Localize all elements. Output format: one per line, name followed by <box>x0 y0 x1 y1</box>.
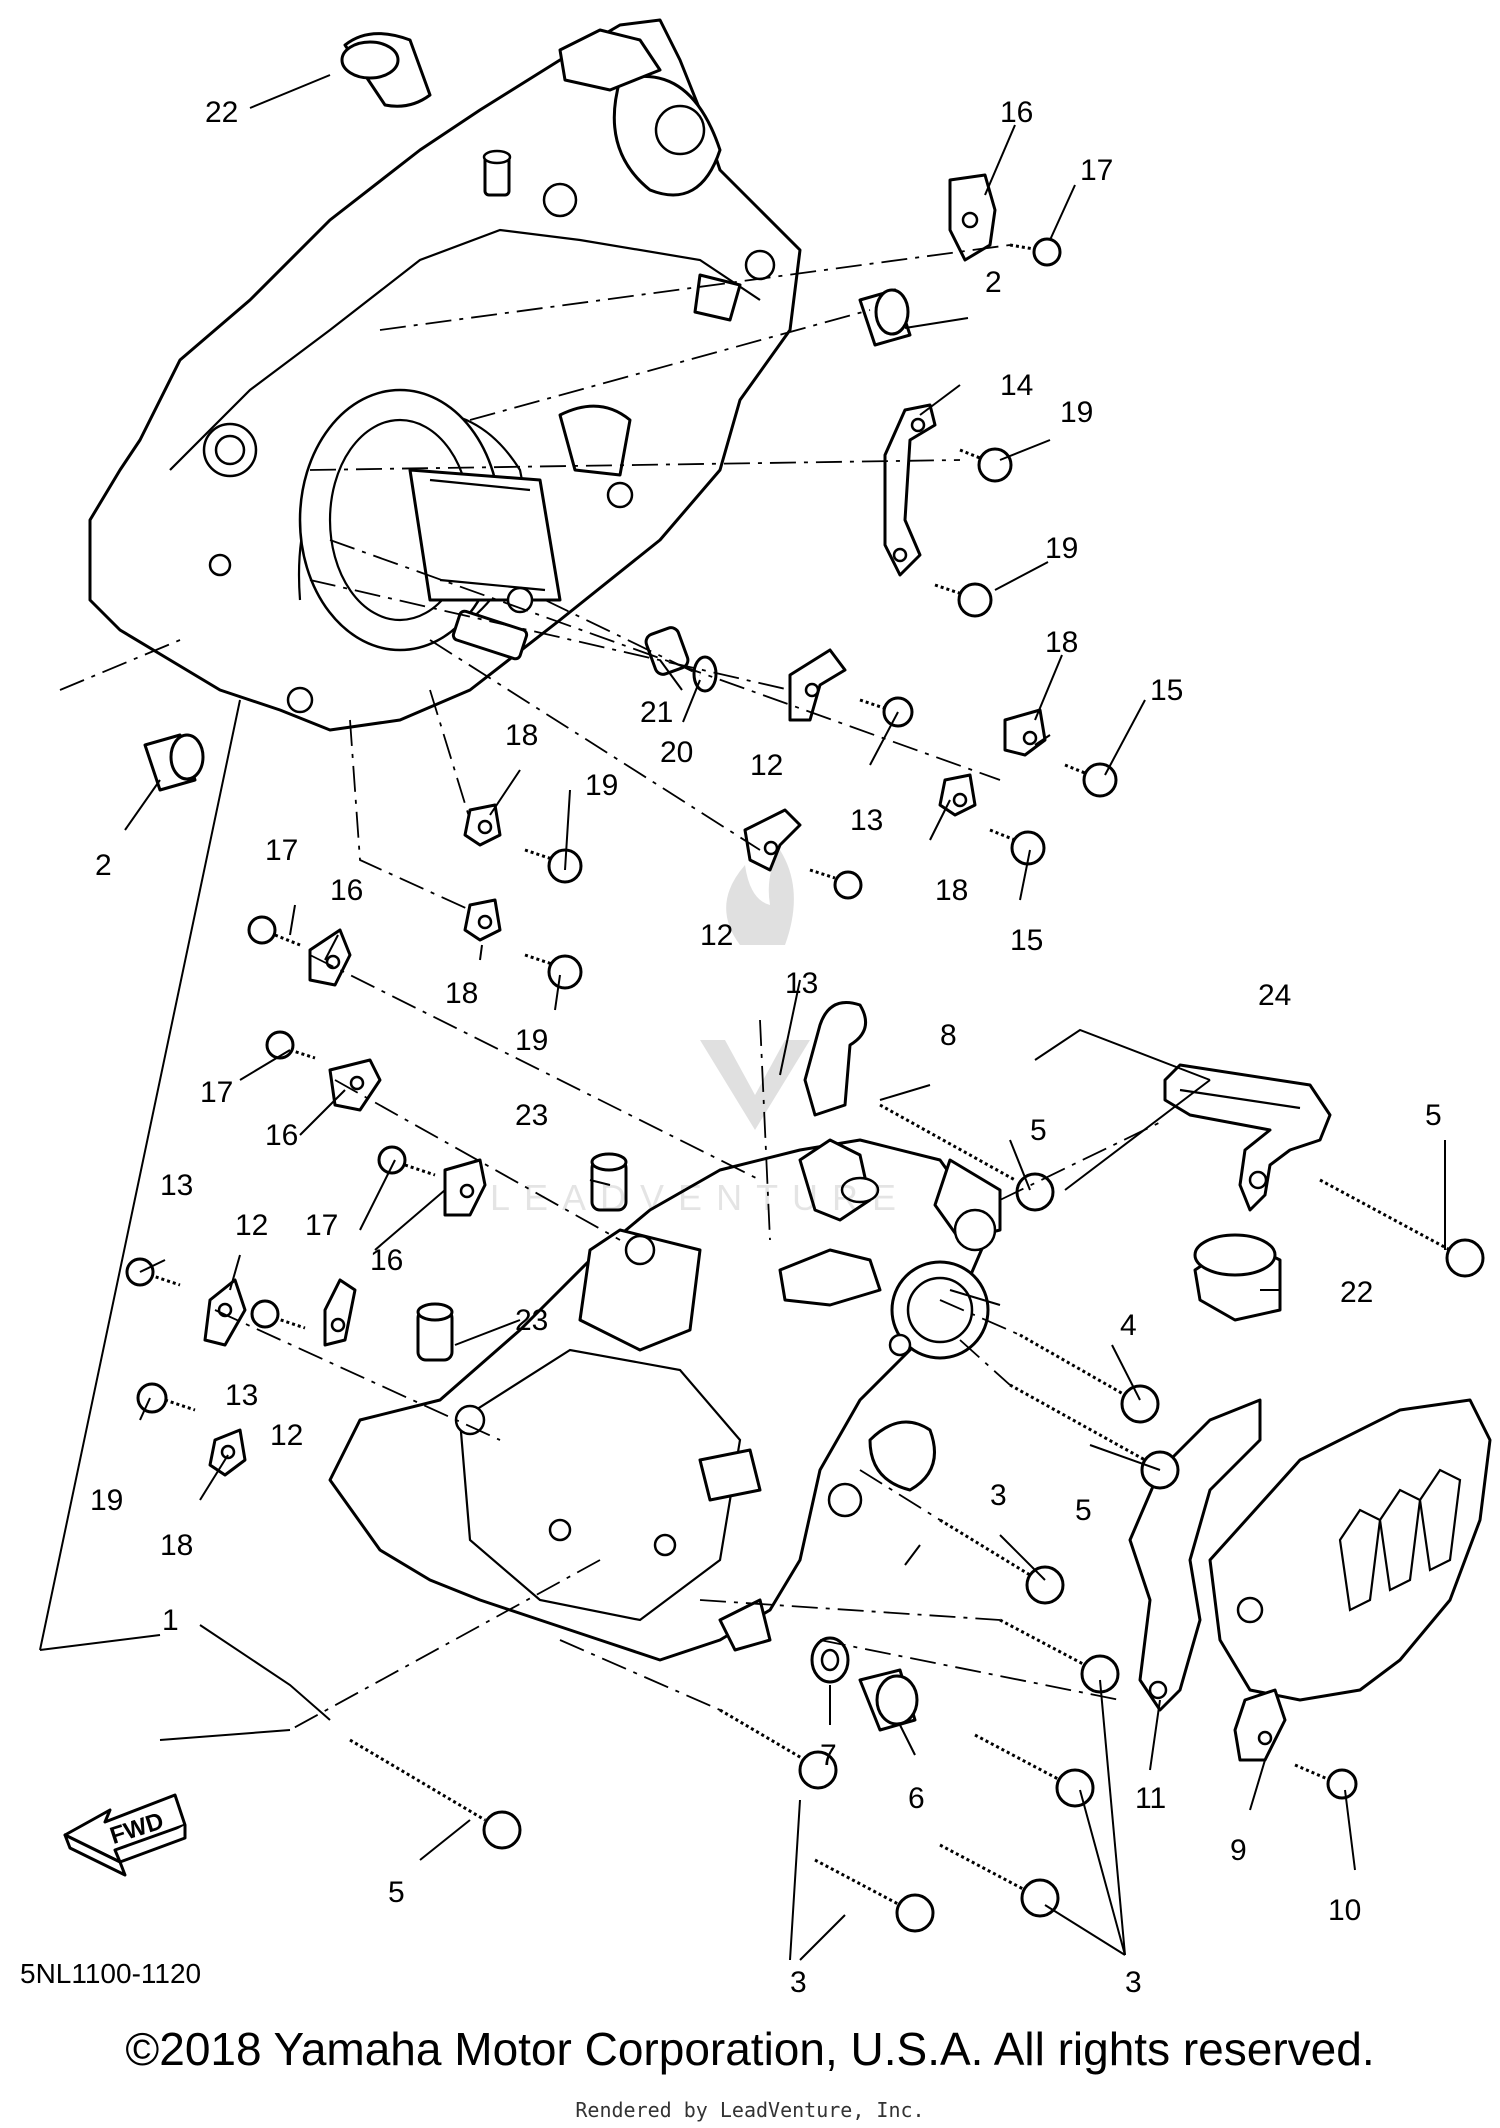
callout-8: 8 <box>940 1019 957 1052</box>
callout-20: 20 <box>660 736 693 769</box>
callout-14: 14 <box>1000 369 1033 402</box>
callout-19: 19 <box>585 769 618 802</box>
callout-13: 13 <box>850 804 883 837</box>
callout-18: 18 <box>935 874 968 907</box>
callout-13: 13 <box>785 967 818 1000</box>
callout-17: 17 <box>200 1076 233 1109</box>
callout-16: 16 <box>1000 96 1033 129</box>
bolts <box>125 237 1485 1933</box>
right-crankcase <box>88 18 802 732</box>
callout-19: 19 <box>1045 532 1078 565</box>
callout-12: 12 <box>270 1419 303 1452</box>
callout-16: 16 <box>265 1119 298 1152</box>
alignment-lines <box>59 244 1166 1731</box>
callout-23: 23 <box>515 1099 548 1132</box>
callout-5: 5 <box>1030 1114 1047 1147</box>
callout-15: 15 <box>1010 924 1043 957</box>
callout-10: 10 <box>1328 1894 1361 1927</box>
callout-2: 2 <box>985 266 1002 299</box>
callout-16: 16 <box>330 874 363 907</box>
callout-17: 17 <box>265 834 298 867</box>
callout-5: 5 <box>1075 1494 1092 1527</box>
watermark-text: LEADVENTURE <box>490 1177 910 1218</box>
brackets <box>203 173 1047 1477</box>
copyright-notice: ©2018 Yamaha Motor Corporation, U.S.A. A… <box>125 2023 1375 2075</box>
small-parts <box>143 32 1287 1762</box>
fwd-arrow-icon: FWD <box>63 1793 187 1877</box>
callout-23: 23 <box>515 1304 548 1337</box>
callout-5: 5 <box>1425 1099 1442 1132</box>
hose-guide-part-24 <box>1163 1063 1332 1212</box>
callout-17: 17 <box>1080 154 1113 187</box>
callout-12: 12 <box>235 1209 268 1242</box>
callout-3: 3 <box>790 1966 807 1999</box>
callout-18: 18 <box>505 719 538 752</box>
callout-21: 21 <box>640 696 673 729</box>
callout-labels: 22 16 17 2 14 19 19 18 15 21 20 12 13 18… <box>90 96 1442 1999</box>
callout-9: 9 <box>1230 1834 1247 1867</box>
callout-2: 2 <box>95 849 112 882</box>
callout-13: 13 <box>160 1169 193 1202</box>
callout-19: 19 <box>90 1484 123 1517</box>
callout-13: 13 <box>225 1379 258 1412</box>
callout-19: 19 <box>1060 396 1093 429</box>
callout-1: 1 <box>162 1604 179 1637</box>
sprocket-cover <box>1208 1398 1492 1702</box>
callout-12: 12 <box>700 919 733 952</box>
callout-5: 5 <box>388 1876 405 1909</box>
callout-16: 16 <box>370 1244 403 1277</box>
callout-17: 17 <box>305 1209 338 1242</box>
callout-7: 7 <box>820 1739 837 1772</box>
callout-6: 6 <box>908 1782 925 1815</box>
callout-18: 18 <box>445 977 478 1010</box>
callout-18: 18 <box>1045 626 1078 659</box>
rendered-by-credit: Rendered by LeadVenture, Inc. <box>575 2098 925 2122</box>
callout-19: 19 <box>515 1024 548 1057</box>
callout-18: 18 <box>160 1529 193 1562</box>
left-crankcase <box>328 1138 1002 1662</box>
catalog-code: 5NL1100-1120 <box>20 1958 202 1989</box>
callout-22: 22 <box>1340 1276 1373 1309</box>
callout-3: 3 <box>990 1479 1007 1512</box>
callout-15: 15 <box>1150 674 1183 707</box>
callout-12: 12 <box>750 749 783 782</box>
callout-24: 24 <box>1258 979 1291 1012</box>
callout-4: 4 <box>1120 1309 1137 1342</box>
callout-3: 3 <box>1125 1966 1142 1999</box>
leader-lines <box>39 74 1446 1961</box>
callout-22: 22 <box>205 96 238 129</box>
callout-11: 11 <box>1135 1782 1166 1815</box>
